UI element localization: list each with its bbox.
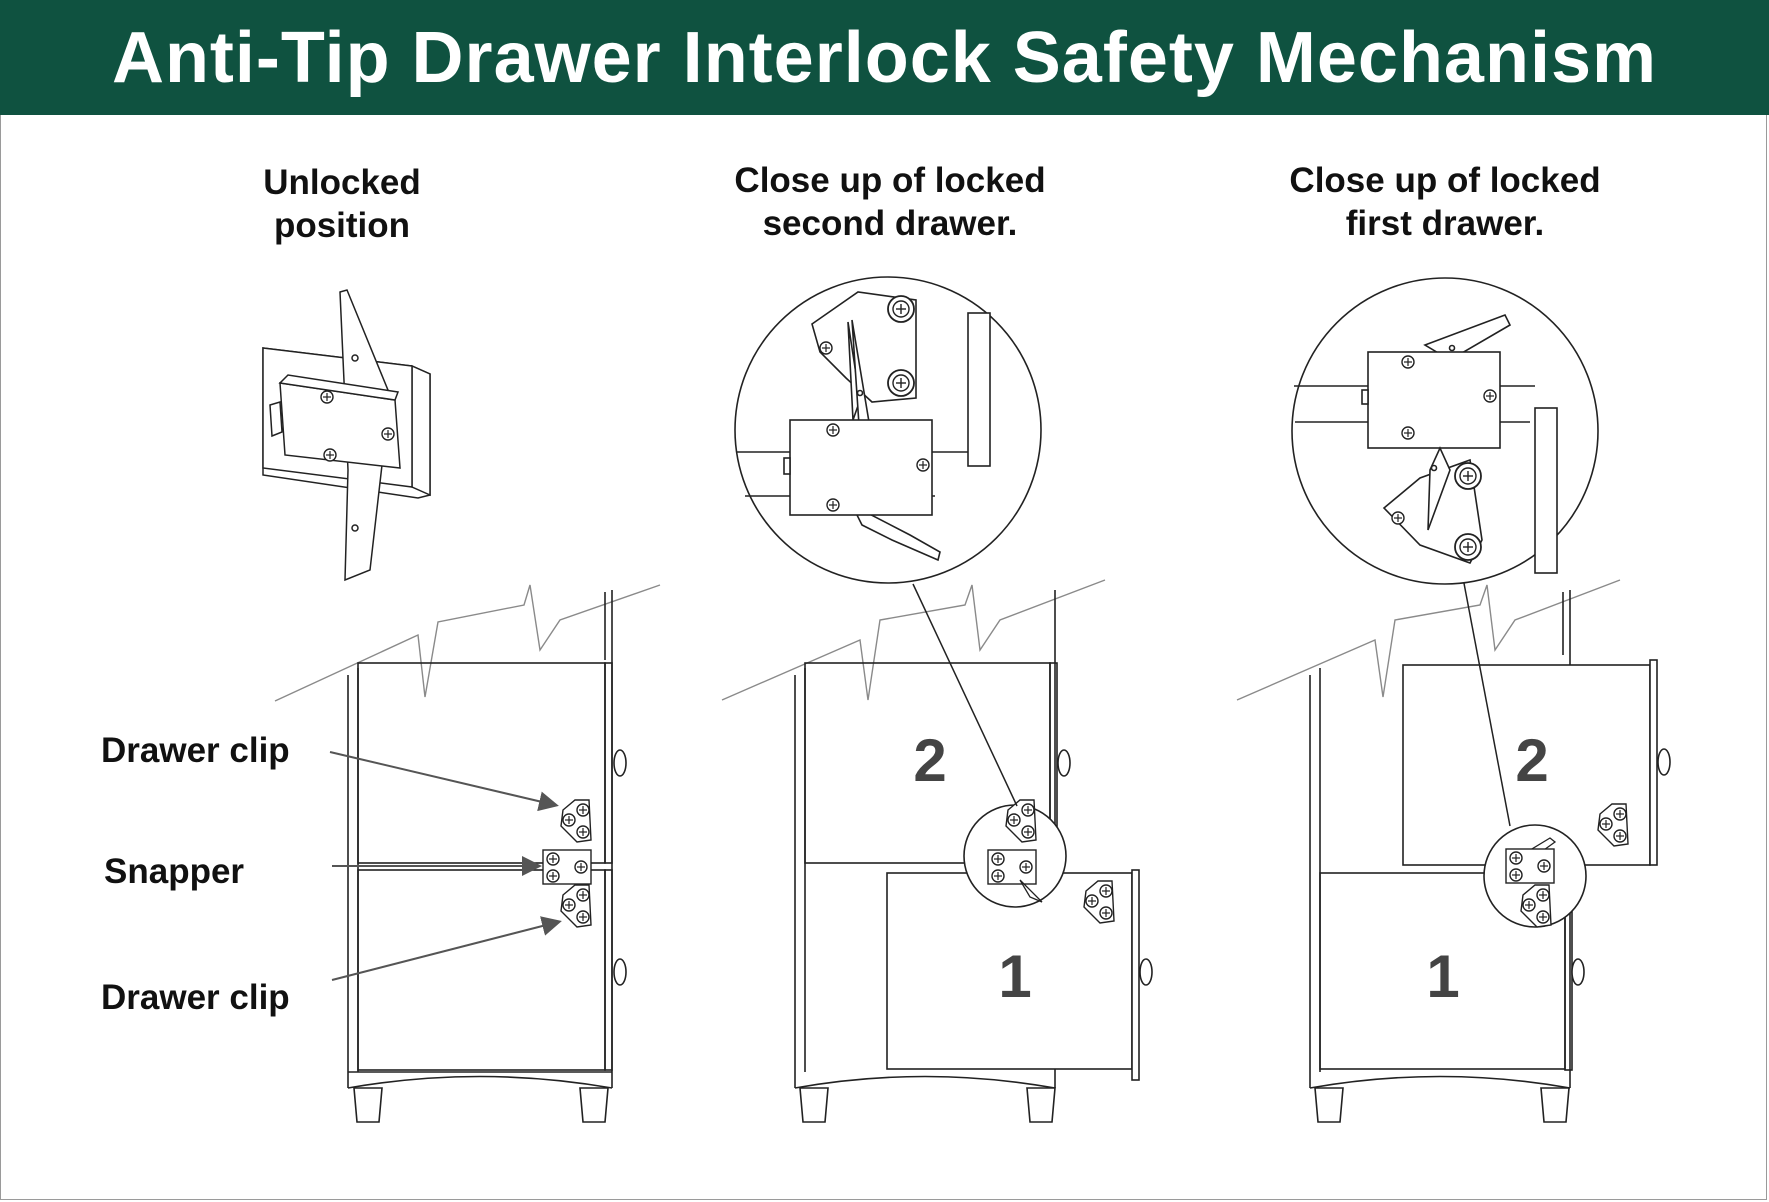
drawer-number-2-panel2: 2 <box>913 727 946 794</box>
zoom-small-circle-panel3 <box>1483 824 1587 928</box>
label-drawer-clip-top: Drawer clip <box>101 731 290 770</box>
page-title: Anti-Tip Drawer Interlock Safety Mechani… <box>111 17 1658 98</box>
callout-arrows <box>329 751 562 981</box>
label-snapper: Snapper <box>104 852 245 891</box>
cabinet-unlocked <box>274 584 661 1123</box>
caption-first-drawer: Close up of locked first drawer. <box>1235 159 1655 245</box>
drawer-number-1-panel3: 1 <box>1426 943 1459 1010</box>
caption-second-drawer: Close up of locked second drawer. <box>680 159 1100 245</box>
zoom-small-circle-panel2 <box>963 800 1067 908</box>
title-banner: Anti-Tip Drawer Interlock Safety Mechani… <box>0 0 1769 115</box>
zoom-large-circle-panel2 <box>734 276 1042 584</box>
label-drawer-clip-bottom: Drawer clip <box>101 978 290 1017</box>
mechanism-unlocked-isometric <box>262 289 431 582</box>
cabinet-first-locked <box>1236 579 1671 1123</box>
caption-first-line1: Close up of locked <box>1289 161 1601 200</box>
caption-unlocked: Unlocked position <box>192 161 492 247</box>
zoom-leader-panel3 <box>1462 577 1511 827</box>
snapper <box>543 850 591 884</box>
cabinet-second-locked <box>721 579 1153 1123</box>
zoom-leader-panel2 <box>912 583 1018 807</box>
caption-second-line2: second drawer. <box>762 204 1018 243</box>
drawer-clip-bottom <box>561 885 591 927</box>
drawer-number-1-panel2: 1 <box>998 943 1031 1010</box>
drawer-number-2-panel3: 2 <box>1515 727 1548 794</box>
caption-second-line1: Close up of locked <box>734 161 1046 200</box>
drawer-clip-top <box>561 800 591 842</box>
caption-first-line2: first drawer. <box>1345 204 1545 243</box>
caption-unlocked-line1: Unlocked <box>263 163 421 202</box>
zoom-large-circle-panel3 <box>1291 277 1599 585</box>
caption-unlocked-line2: position <box>273 206 411 245</box>
